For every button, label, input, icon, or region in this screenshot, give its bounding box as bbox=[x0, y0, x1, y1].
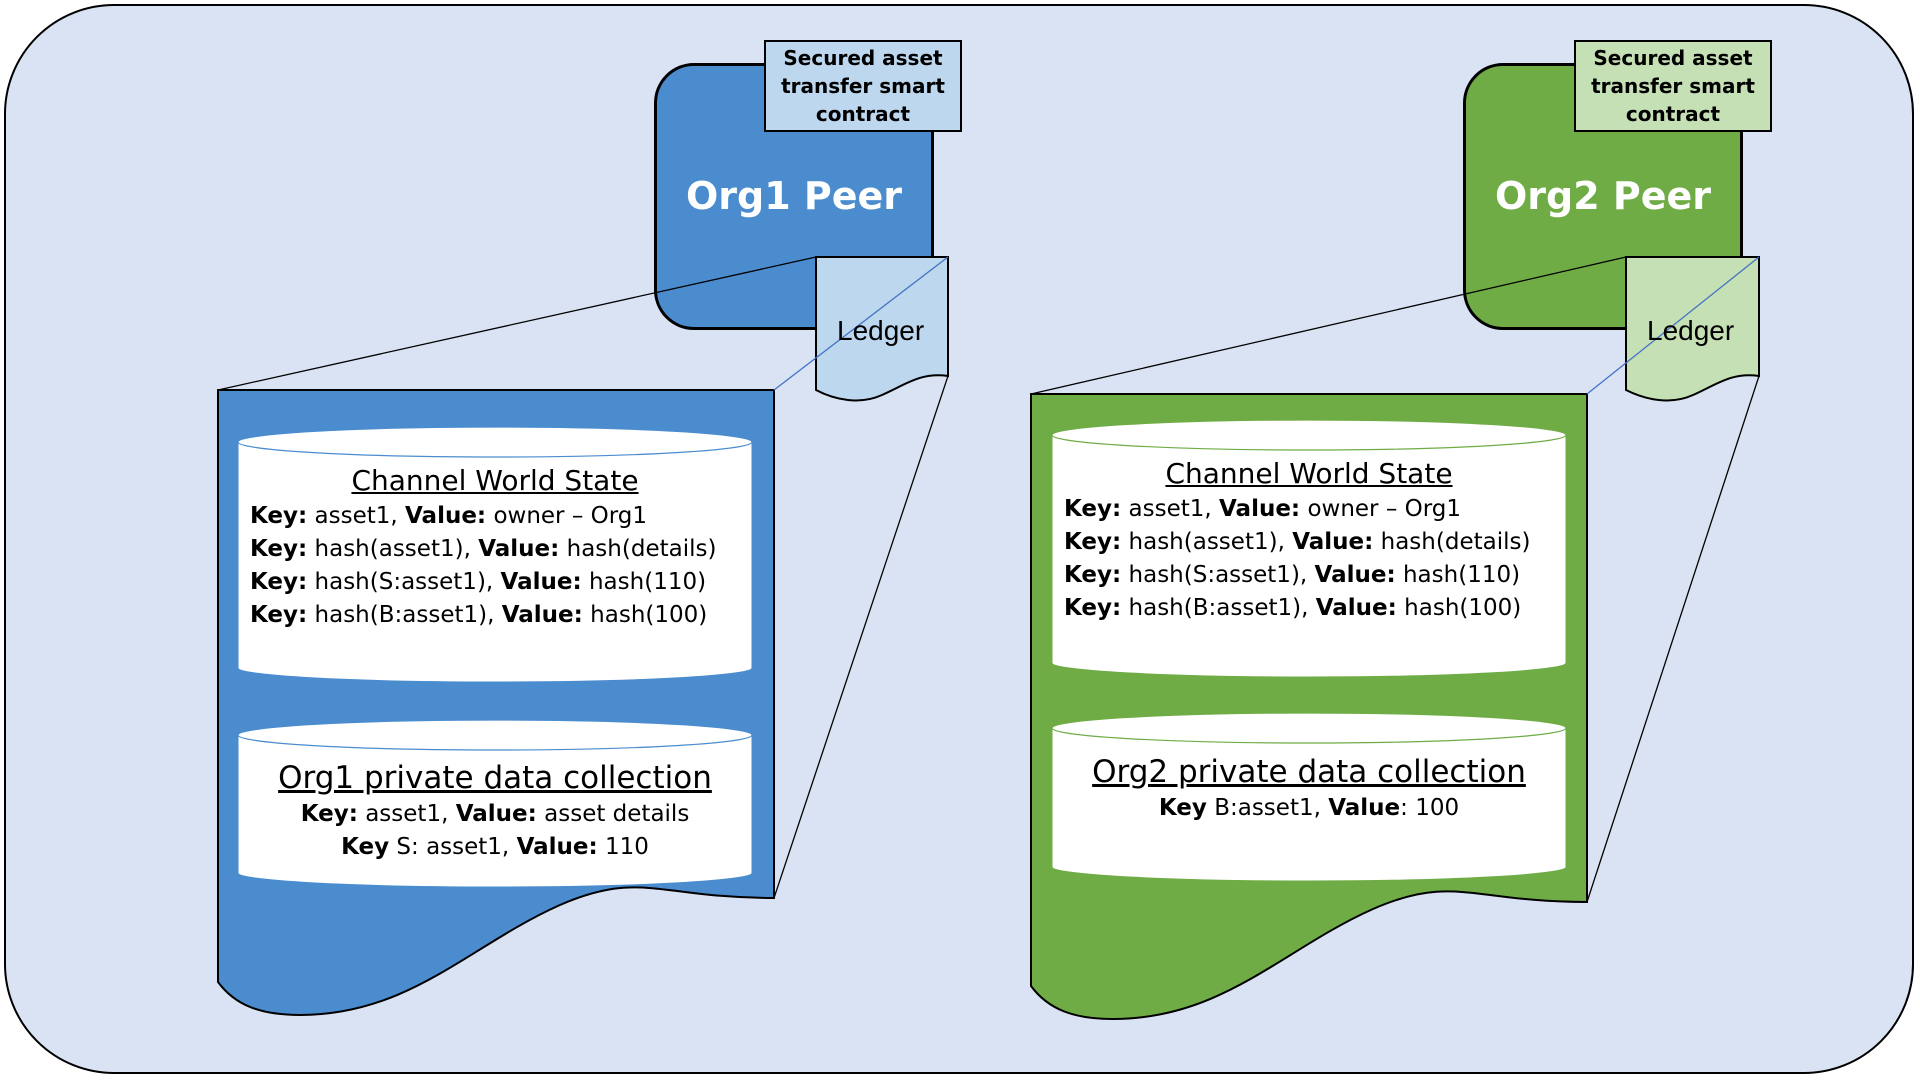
org2-world-state-row: Key: hash(asset1), Value: hash(details) bbox=[1064, 529, 1531, 555]
org1-world-state-row: Key: asset1, Value: owner – Org1 bbox=[250, 503, 648, 529]
org1-ledger-document bbox=[815, 256, 949, 402]
org1-world-state-title: Channel World State bbox=[351, 464, 639, 497]
org2-zoom-line-top bbox=[1030, 256, 1627, 395]
org2-world-state-row: Key: hash(B:asset1), Value: hash(100) bbox=[1064, 595, 1522, 621]
org2-contract-line-1: Secured asset bbox=[1593, 46, 1753, 70]
org1-contract-line-1: Secured asset bbox=[783, 46, 943, 70]
org2-private-collection-content: Org2 private data collection Key B:asset… bbox=[1052, 752, 1566, 825]
org2-zoom-line-right bbox=[1586, 375, 1760, 903]
org1-zoom-line-right bbox=[773, 375, 949, 899]
org2-ledger-label: Ledger bbox=[1647, 315, 1735, 346]
org1-private-collection-row: Key: asset1, Value: asset details bbox=[300, 801, 690, 827]
org2-contract-box: Secured asset transfer smart contract bbox=[1574, 40, 1772, 132]
org1-world-state-cylinder bbox=[237, 426, 753, 683]
org2-world-state-cylinder bbox=[1051, 419, 1567, 678]
org2-world-state-row: Key: asset1, Value: owner – Org1 bbox=[1064, 496, 1462, 522]
org1-peer-title: Org1 Peer bbox=[685, 174, 903, 218]
org1-ledger-label: Ledger bbox=[837, 315, 925, 346]
org2-zoom-line-diagonal bbox=[1586, 256, 1760, 395]
org2-contract-line-3: contract bbox=[1625, 102, 1721, 126]
org2-private-collection-title: Org2 private data collection bbox=[1092, 754, 1526, 790]
org1-world-state-row: Key: hash(B:asset1), Value: hash(100) bbox=[250, 602, 708, 628]
org2-world-state-content: Channel World State Key: asset1, Value: … bbox=[1064, 455, 1554, 625]
org2-private-collection-row: Key B:asset1, Value: 100 bbox=[1158, 795, 1460, 821]
org1-zoom-line-top bbox=[217, 256, 817, 391]
org2-peer-title: Org2 Peer bbox=[1494, 174, 1712, 218]
org1-world-state-row: Key: hash(S:asset1), Value: hash(110) bbox=[250, 569, 707, 595]
org1-private-collection-cylinder bbox=[237, 719, 753, 888]
org1-contract-box: Secured asset transfer smart contract bbox=[764, 40, 962, 132]
org1-private-collection-content: Org1 private data collection Key: asset1… bbox=[238, 758, 752, 864]
org1-zoom-line-diagonal bbox=[773, 256, 949, 391]
org2-ledger-document bbox=[1625, 256, 1760, 402]
org2-contract-line-2: transfer smart bbox=[1591, 74, 1755, 98]
org2-world-state-title: Channel World State bbox=[1165, 457, 1453, 490]
org1-private-collection-row: Key S: asset1, Value: 110 bbox=[341, 834, 649, 860]
org1-contract-line-3: contract bbox=[815, 102, 911, 126]
org1-world-state-row: Key: hash(asset1), Value: hash(details) bbox=[250, 536, 717, 562]
org1-world-state-content: Channel World State Key: asset1, Value: … bbox=[250, 462, 740, 632]
org2-world-state-row: Key: hash(S:asset1), Value: hash(110) bbox=[1064, 562, 1521, 588]
org1-private-collection-title: Org1 private data collection bbox=[278, 760, 712, 796]
org2-private-collection-cylinder bbox=[1051, 712, 1567, 882]
org1-contract-line-2: transfer smart bbox=[781, 74, 945, 98]
